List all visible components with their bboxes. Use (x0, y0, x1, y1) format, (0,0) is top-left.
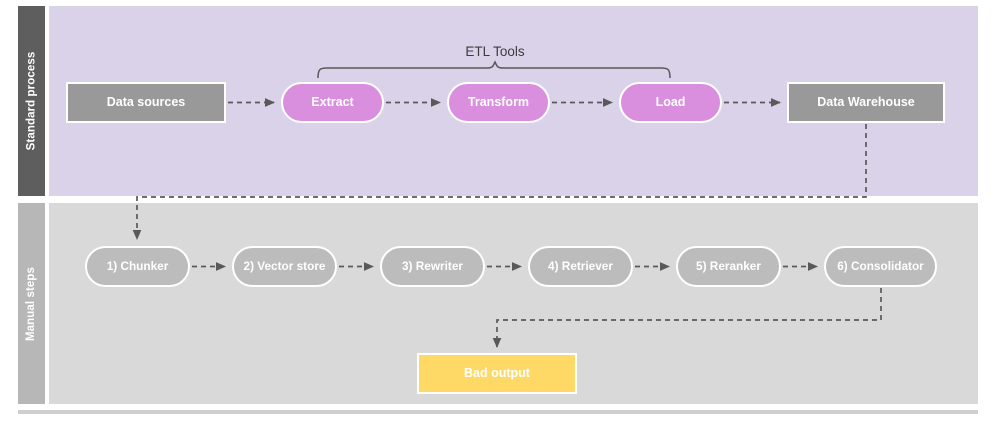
node-transform[interactable]: Transform (447, 82, 550, 123)
node-consolidator[interactable]: 6) Consolidator (824, 246, 937, 287)
lane-header-standard-process: Standard process (18, 6, 45, 196)
node-chunker[interactable]: 1) Chunker (85, 246, 190, 287)
node-reranker[interactable]: 5) Reranker (676, 246, 781, 287)
node-label-retriever: 4) Retriever (548, 258, 613, 273)
node-load[interactable]: Load (619, 82, 722, 123)
lane-header-manual-steps: Manual steps (18, 203, 45, 404)
node-label-reranker: 5) Reranker (696, 258, 761, 273)
node-label-rewriter: 3) Rewriter (402, 258, 463, 273)
node-extract[interactable]: Extract (281, 82, 384, 123)
node-rewriter[interactable]: 3) Rewriter (380, 246, 485, 287)
node-label-transform: Transform (467, 95, 530, 110)
node-retriever[interactable]: 4) Retriever (528, 246, 633, 287)
bottom-divider-rule (18, 410, 978, 414)
node-vector-store[interactable]: 2) Vector store (232, 246, 337, 287)
node-bad-output[interactable]: Bad output (417, 353, 577, 394)
etl-tools-annotation-label: ETL Tools (465, 44, 525, 59)
node-label-chunker: 1) Chunker (106, 258, 169, 273)
node-label-data-warehouse: Data Warehouse (817, 95, 915, 110)
node-label-vector-store: 2) Vector store (243, 258, 326, 273)
lane-label-manual-steps: Manual steps (25, 266, 38, 341)
node-label-load: Load (655, 95, 686, 110)
node-label-bad-output: Bad output (464, 366, 530, 381)
lane-label-standard-process: Standard process (25, 51, 38, 151)
node-data-warehouse[interactable]: Data Warehouse (787, 82, 945, 123)
node-label-consolidator: 6) Consolidator (837, 258, 924, 273)
node-data-sources[interactable]: Data sources (66, 82, 226, 123)
node-label-extract: Extract (311, 95, 354, 110)
node-label-data-sources: Data sources (106, 95, 186, 110)
